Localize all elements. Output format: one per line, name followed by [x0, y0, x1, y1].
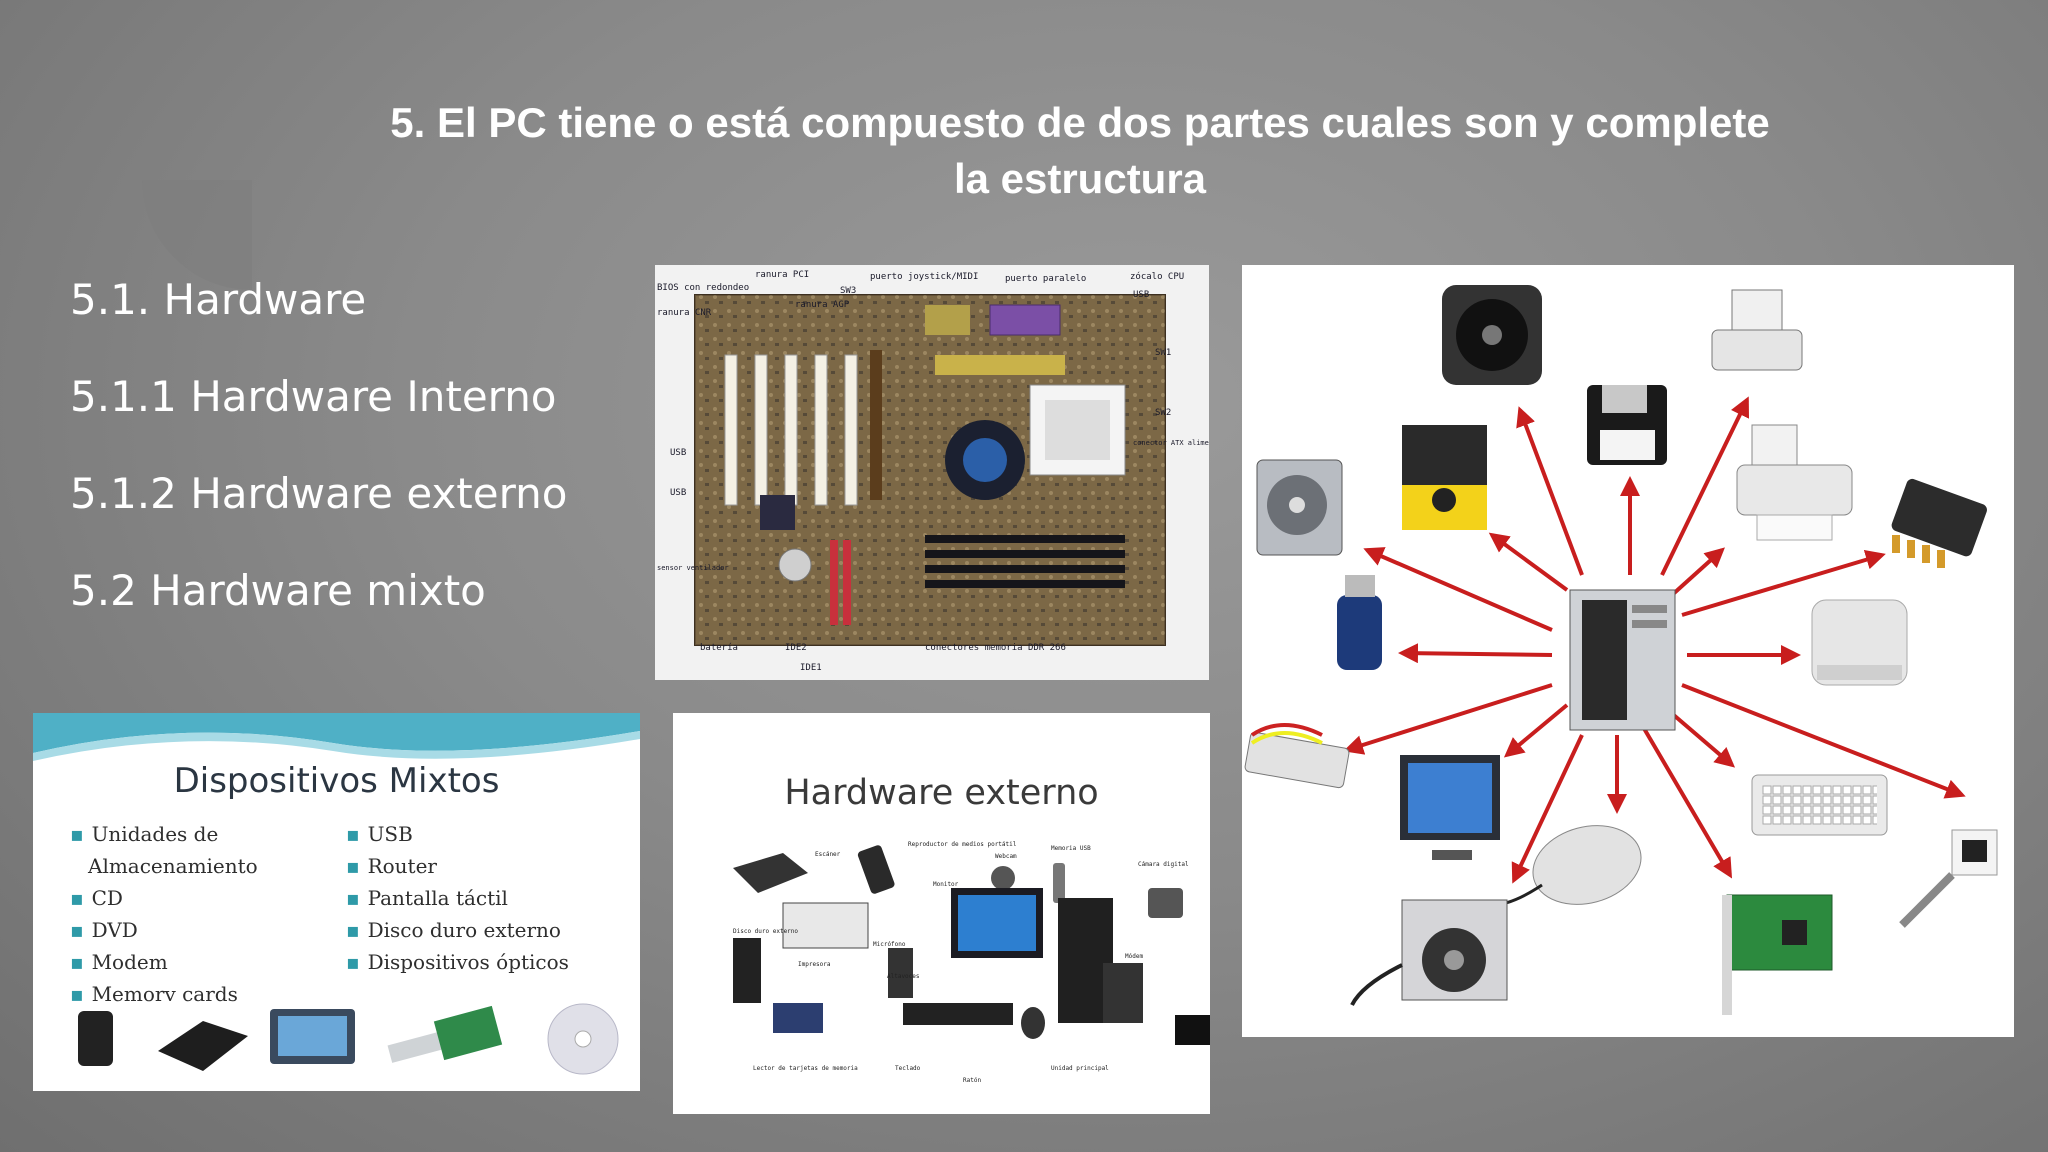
scanner-icon — [733, 853, 808, 893]
hard-drive-icon — [1256, 459, 1343, 556]
slide-title: 5. El PC tiene o está compuesto de dos p… — [250, 95, 1910, 207]
monitor-icon — [1400, 755, 1500, 860]
mobo-label: conector ATX alimentación — [1133, 439, 1209, 447]
externo-label: Micrófono — [873, 941, 906, 948]
mixtos-devices — [78, 1003, 619, 1075]
externo-label: Lector de tarjetas de memoria — [753, 1065, 858, 1072]
externo-label: Módem — [1125, 953, 1143, 960]
media-player-icon — [857, 845, 895, 894]
hard-disk-icon — [158, 1021, 248, 1071]
external-drive-icon — [78, 1011, 113, 1066]
external-disk-icon — [733, 938, 761, 1003]
printer-icon — [782, 902, 869, 949]
mobo-label: IDE1 — [800, 663, 822, 673]
list-item: Pantalla táctil — [367, 886, 508, 910]
list-item: USB — [367, 822, 413, 846]
mobo-label: USB — [670, 448, 686, 458]
externo-label: Disco duro externo — [733, 928, 798, 935]
mixtos-title: Dispositivos Mixtos — [173, 761, 500, 801]
peripherals-diagram-image — [1242, 265, 2014, 1037]
externo-label: Reproductor de medios portátil — [908, 841, 1017, 848]
dvd-drive-icon — [1402, 425, 1487, 530]
externo-label: Monitor — [933, 881, 959, 888]
mobo-label: SW3 — [840, 286, 856, 296]
list-item: DVD — [91, 918, 138, 942]
externo-label: Ratón — [963, 1077, 981, 1084]
mobo-label: batería — [700, 643, 738, 653]
mobo-label: zócalo CPU — [1130, 271, 1184, 282]
mobo-label: sensor ventilador — [657, 564, 729, 572]
mobo-label: puerto paralelo — [1005, 274, 1086, 284]
mobo-label: ranura CNR — [657, 308, 712, 318]
mouse-icon — [1491, 825, 1642, 907]
list-item: Unidades de — [91, 822, 219, 846]
modem-icon — [1103, 963, 1143, 1023]
list-item: Dispositivos ópticos — [367, 950, 569, 974]
corner-block — [1175, 1015, 1210, 1045]
mouse-icon — [1021, 1007, 1045, 1039]
wave-header — [33, 713, 640, 761]
mixtos-list-left: ▪Unidades de Almacenamiento ▪CD ▪DVD ▪Mo… — [70, 822, 258, 1006]
externo-label: Impresora — [798, 961, 831, 968]
card-reader-icon — [773, 1003, 823, 1033]
network-port-icon — [1899, 829, 1998, 928]
externo-label: Escáner — [815, 851, 841, 858]
power-supply-icon — [1350, 899, 1508, 1006]
externo-label: Webcam — [995, 853, 1017, 860]
external-disk-icon — [1811, 599, 1908, 686]
dispositivos-mixtos-image: Dispositivos Mixtos ▪Unidades de Almacen… — [33, 713, 640, 1091]
list-item: CD — [91, 886, 123, 910]
externo-title: Hardware externo — [784, 773, 1099, 813]
pc-tower-icon — [1569, 589, 1676, 731]
floppy-disk-icon — [1587, 385, 1667, 465]
expansion-card-icon — [1722, 894, 1833, 1015]
list-item: Modem — [91, 950, 168, 974]
usb-memory-icon — [1053, 863, 1065, 903]
mobo-label: SW2 — [1155, 408, 1171, 418]
title-line-1: 5. El PC tiene o está compuesto de dos p… — [390, 99, 1770, 146]
mobo-label: ranura AGP — [795, 300, 850, 310]
list-item: Disco duro externo — [367, 918, 561, 942]
cpu-fan-icon — [1442, 285, 1542, 385]
externo-label: Unidad principal — [1051, 1065, 1109, 1072]
mixtos-list-right: ▪USB ▪Router ▪Pantalla táctil ▪Disco dur… — [346, 822, 569, 974]
list-item: Memorv cards — [91, 982, 238, 1006]
parallel-connector-icon — [1711, 289, 1803, 371]
mobo-label: IDE2 — [785, 643, 807, 653]
keyboard-icon — [903, 1003, 1013, 1025]
mobo-label: puerto joystick/MIDI — [870, 272, 978, 282]
mobo-label: BIOS con redondeo — [657, 283, 749, 293]
mobo-label: ranura PCI — [755, 270, 809, 280]
speakers-icon — [888, 948, 913, 998]
digital-camera-icon — [1148, 888, 1183, 918]
outline-list: 5.1. Hardware 5.1.1 Hardware Interno 5.1… — [70, 270, 567, 658]
motherboard-illustration: ranura PCI puerto joystick/MIDI puerto p… — [657, 270, 1209, 673]
list-item: Almacenamiento — [88, 854, 258, 878]
externo-label: Teclado — [895, 1065, 921, 1072]
keyboard-icon — [1751, 774, 1888, 836]
list-item: Router — [367, 854, 437, 878]
mobo-label: USB — [670, 488, 686, 498]
hardware-externo-image: Hardware externo Escáner Reproductor de … — [673, 713, 1210, 1114]
mobo-label: conectores memoria DDR 266 — [925, 643, 1066, 653]
mobo-label: USB — [1133, 290, 1149, 300]
webcam-icon — [991, 866, 1015, 890]
motherboard-image: ranura PCI puerto joystick/MIDI puerto p… — [655, 265, 1209, 680]
peripherals-diagram — [1244, 285, 1998, 1015]
outline-item-hardware-interno: 5.1.1 Hardware Interno — [70, 372, 557, 421]
outline-item-hardware: 5.1. Hardware — [70, 275, 367, 324]
externo-devices: Escáner Reproductor de medios portátil W… — [733, 841, 1189, 1084]
externo-label: Cámara digital — [1138, 861, 1189, 868]
outline-item-hardware-mixto: 5.2 Hardware mixto — [70, 566, 486, 615]
externo-label: Memoria USB — [1051, 845, 1091, 852]
title-line-2: la estructura — [953, 155, 1207, 202]
usb-drive-icon — [1337, 575, 1382, 670]
cable-connector-icon — [1244, 723, 1350, 789]
chip-icon — [1891, 478, 1987, 568]
externo-label: Altavoces — [887, 973, 920, 980]
outline-item-hardware-externo: 5.1.2 Hardware externo — [70, 469, 568, 518]
mobo-label: SW1 — [1155, 348, 1171, 358]
printer-icon — [1736, 424, 1853, 541]
